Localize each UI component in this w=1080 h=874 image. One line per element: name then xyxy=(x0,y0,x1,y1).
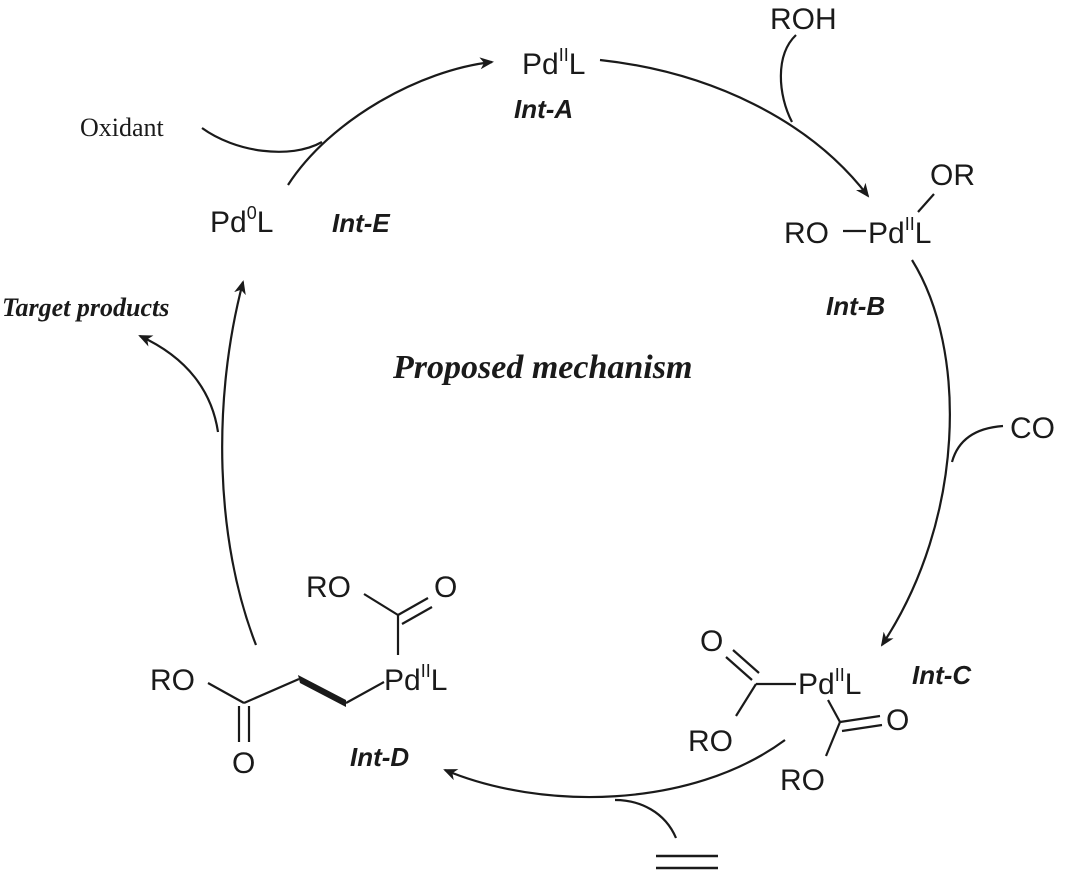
target-products-label: Target products xyxy=(2,293,169,322)
int-d-ligand: L xyxy=(431,664,448,697)
int-c-label: Int-C xyxy=(912,660,972,690)
int-c-co1-a xyxy=(725,656,753,681)
int-c-complex: O RO PdIIL O RO Int-C xyxy=(688,625,972,797)
co-reagent: CO xyxy=(1010,412,1055,445)
int-c-o2: O xyxy=(886,704,909,737)
int-b-left: RO xyxy=(784,217,829,250)
int-e-metal: Pd xyxy=(210,206,247,239)
oxidant-in-curve xyxy=(201,127,323,153)
int-c-ox: II xyxy=(835,665,845,685)
int-b-ox: II xyxy=(905,214,915,234)
svg-text:PdIIL: PdIIL xyxy=(522,45,585,81)
int-c-co2-b xyxy=(841,723,883,733)
int-c-ro2: RO xyxy=(780,764,825,797)
int-d-o-bottom: O xyxy=(232,747,255,780)
arc-a-to-b xyxy=(599,58,870,198)
diagram-title: Proposed mechanism xyxy=(392,349,692,386)
alkene-in-curve xyxy=(614,798,678,839)
int-d-complex: RO O PdIIL RO O Int-D xyxy=(150,571,457,780)
int-c-co2-a xyxy=(839,714,881,724)
int-d-o-c xyxy=(207,682,245,704)
arc-e-to-a xyxy=(287,57,494,186)
arc-c-to-d xyxy=(443,739,786,799)
svg-text:PdIIL: PdIIL xyxy=(798,665,861,701)
oxidant-reagent: Oxidant xyxy=(80,113,165,142)
int-e-ligand: L xyxy=(257,206,274,239)
int-a-complex: PdIIL Int-A xyxy=(514,45,585,124)
int-d-ro-left: RO xyxy=(150,664,195,697)
int-a-ligand: L xyxy=(569,48,586,81)
arc-b-to-c xyxy=(880,259,951,647)
int-b-label: Int-B xyxy=(826,291,885,321)
int-d-ch2-c xyxy=(243,677,300,705)
int-b-top: OR xyxy=(930,159,975,192)
roh-in-curve xyxy=(779,34,797,123)
int-d-wedge-bond xyxy=(298,675,346,707)
co-in-curve xyxy=(950,424,1004,463)
int-c-co1-b xyxy=(732,649,760,674)
int-a-label: Int-A xyxy=(514,94,573,124)
int-d-o-c-top xyxy=(363,593,399,616)
svg-text:Pd0L: Pd0L xyxy=(210,203,273,239)
int-b-metal: Pd xyxy=(868,217,905,250)
product-out-arrow xyxy=(138,335,220,433)
int-a-ox: II xyxy=(559,45,569,65)
int-c-metal: Pd xyxy=(798,668,835,701)
int-b-ligand: L xyxy=(915,217,932,250)
int-e-ox: 0 xyxy=(247,203,257,223)
int-d-ox: II xyxy=(421,661,431,681)
arc-d-to-e xyxy=(221,280,258,646)
int-d-co-top-b xyxy=(401,606,433,625)
int-c-o1: O xyxy=(700,625,723,658)
int-d-pd-ch2 xyxy=(345,681,385,704)
int-d-o-top: O xyxy=(434,571,457,604)
int-a-metal: Pd xyxy=(522,48,559,81)
int-c-c2-o xyxy=(824,721,842,757)
int-b-bond-or xyxy=(917,193,935,213)
int-d-metal: Pd xyxy=(384,664,421,697)
roh-reagent: ROH xyxy=(770,3,837,36)
int-c-pd-c2 xyxy=(827,699,841,723)
int-d-label: Int-D xyxy=(350,742,409,772)
svg-text:PdIIL: PdIIL xyxy=(868,214,931,250)
int-b-complex: RO PdIIL OR Int-B xyxy=(784,159,975,321)
int-d-co-top-a xyxy=(397,597,429,616)
int-e-complex: Pd0L Int-E xyxy=(210,203,390,239)
int-c-ro1: RO xyxy=(688,725,733,758)
int-d-ro-top: RO xyxy=(306,571,351,604)
int-c-ligand: L xyxy=(845,668,862,701)
svg-text:PdIIL: PdIIL xyxy=(384,661,447,697)
int-c-c1-o xyxy=(735,683,757,717)
int-e-label: Int-E xyxy=(332,208,390,238)
